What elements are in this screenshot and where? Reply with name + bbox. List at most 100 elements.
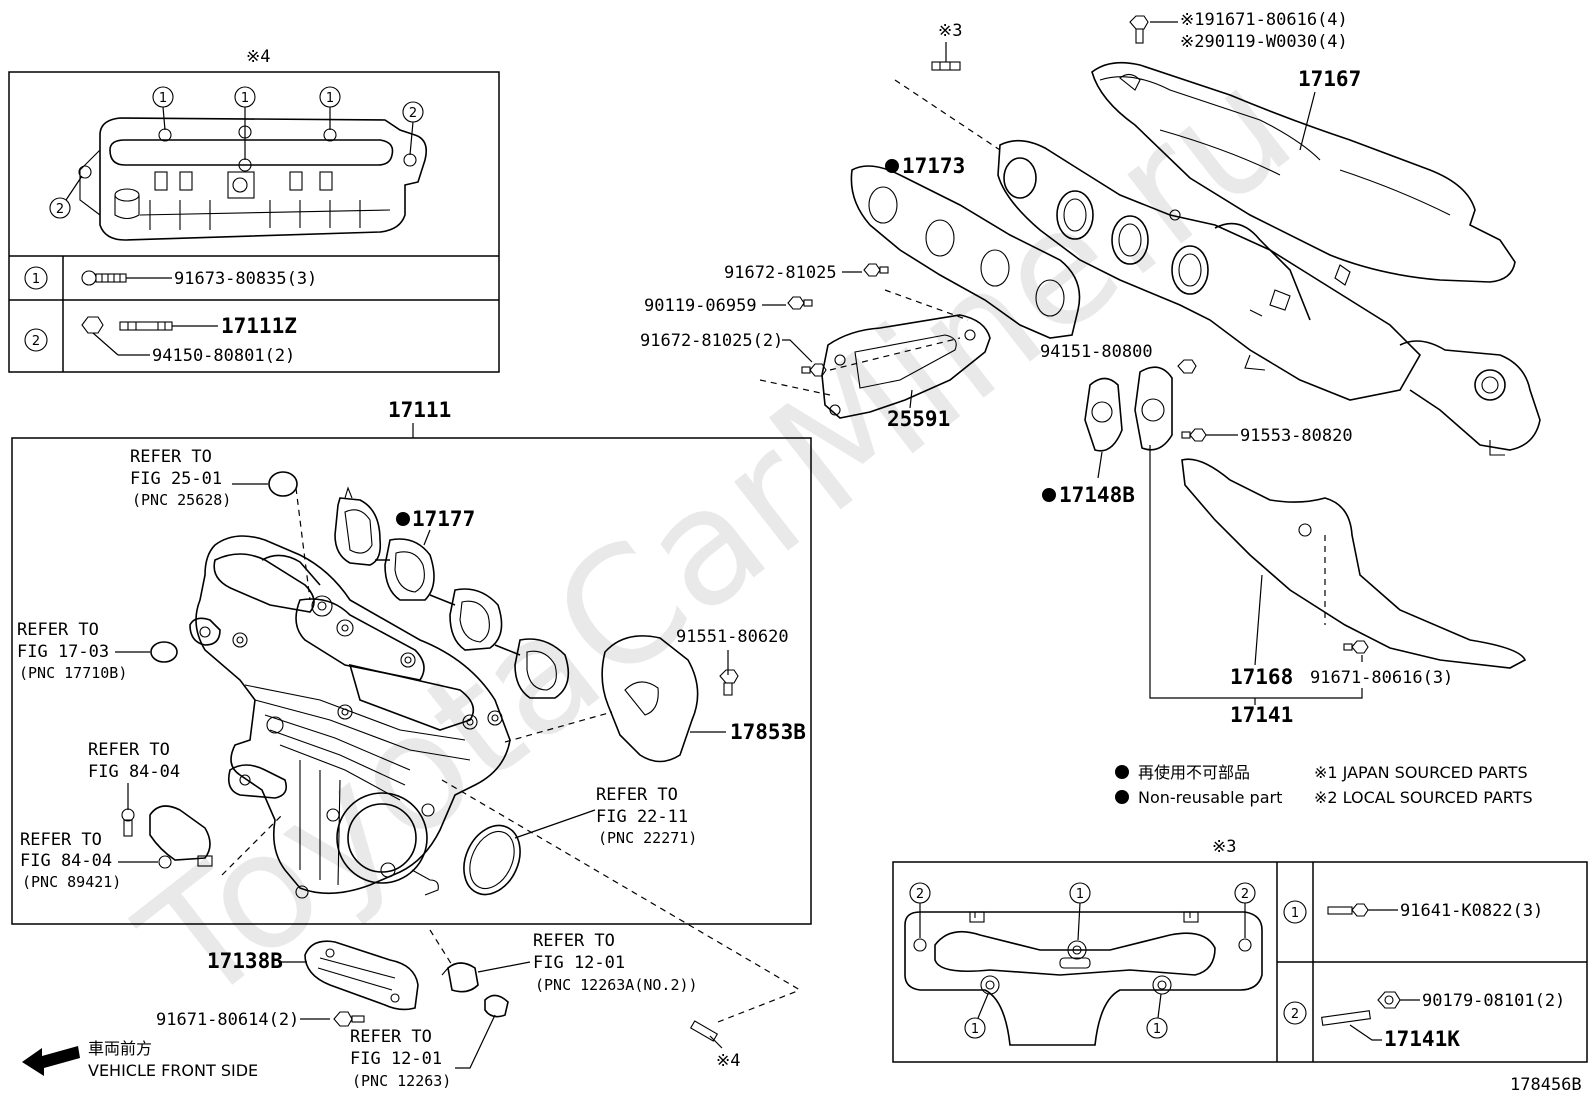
part-label: 17111Z bbox=[221, 314, 297, 338]
ref-text: REFER TO bbox=[533, 931, 615, 951]
svg-text:2: 2 bbox=[56, 202, 64, 217]
svg-text:1: 1 bbox=[241, 91, 249, 106]
heat-insulator-17167-sketch bbox=[1091, 61, 1516, 283]
part-label: 91641-K0822(3) bbox=[1400, 901, 1543, 921]
part-label: ※191671-80616(4) bbox=[1180, 10, 1348, 30]
nonreusable-mark bbox=[396, 512, 410, 526]
front-label-jp: 車両前方 bbox=[88, 1039, 152, 1058]
ref-text: FIG 25-01 bbox=[130, 469, 222, 489]
bolt-icon bbox=[863, 263, 889, 277]
ref-text: FIG 12-01 bbox=[533, 953, 625, 973]
manifold-flange-sketch bbox=[78, 117, 428, 241]
legend-nonreusable-en: Non-reusable part bbox=[1138, 788, 1282, 807]
legend-note-1: ※1 JAPAN SOURCED PARTS bbox=[1314, 763, 1528, 782]
plug bbox=[150, 641, 178, 663]
map-sensor-sketch bbox=[121, 805, 213, 869]
ref-text: (PNC 17710B) bbox=[19, 664, 127, 682]
part-label-25591: 25591 bbox=[887, 407, 950, 431]
part-label: 91671-80616(3) bbox=[1310, 668, 1453, 688]
bolt-icon bbox=[1343, 640, 1369, 654]
inset-4-title: ※4 bbox=[246, 47, 270, 67]
part-label: 91551-80620 bbox=[676, 627, 789, 647]
ref-text: FIG 84-04 bbox=[88, 762, 180, 782]
nonreusable-mark bbox=[1115, 790, 1129, 804]
ref-text: REFER TO bbox=[88, 740, 170, 760]
bolt-icon bbox=[1327, 903, 1369, 917]
ref-text: REFER TO bbox=[350, 1027, 432, 1047]
throttle-gasket bbox=[463, 824, 521, 896]
svg-text:1: 1 bbox=[971, 1022, 979, 1037]
part-label: 91673-80835(3) bbox=[174, 269, 317, 289]
svg-text:2: 2 bbox=[1241, 887, 1249, 902]
ref-text: REFER TO bbox=[17, 620, 99, 640]
heat-insulator-17168-sketch bbox=[1181, 458, 1527, 669]
part-label-17141: 17141 bbox=[1230, 703, 1293, 727]
svg-text:1: 1 bbox=[1291, 906, 1299, 921]
inset-3-title: ※3 bbox=[1212, 837, 1236, 857]
part-label: 94151-80800 bbox=[1040, 342, 1153, 362]
exhaust-manifold-group: ※3 17167 ※191671-80616(4) ※290119-W0030(… bbox=[640, 10, 1541, 727]
part-label-17111: 17111 bbox=[388, 398, 451, 422]
ref-text: (PNC 22271) bbox=[598, 829, 697, 847]
part-label-17167: 17167 bbox=[1298, 67, 1361, 91]
nonreusable-mark bbox=[1115, 765, 1129, 779]
front-arrow-icon bbox=[22, 1046, 80, 1076]
stud-icon bbox=[689, 1020, 719, 1042]
part-label-17141k: 17141K bbox=[1384, 1027, 1460, 1051]
plate-17138b-sketch bbox=[304, 940, 419, 1011]
part-label-17138b: 17138B bbox=[207, 949, 283, 973]
ref-text: FIG 17-03 bbox=[17, 642, 109, 662]
exhaust-manifold-sketch bbox=[997, 139, 1541, 456]
gasket-17173-sketch bbox=[850, 165, 1081, 339]
ref-text: FIG 84-04 bbox=[20, 851, 112, 871]
part-label-17177: 17177 bbox=[412, 507, 475, 531]
part-label: 91672-81025 bbox=[724, 263, 837, 283]
exhaust-flange-sketch bbox=[904, 911, 1263, 1046]
svg-text:1: 1 bbox=[32, 272, 40, 287]
part-label-17148b: 17148B bbox=[1059, 483, 1135, 507]
part-label: 90119-06959 bbox=[644, 296, 757, 316]
inset-4-frame bbox=[8, 71, 500, 373]
flange-gasket bbox=[1134, 366, 1173, 451]
svg-text:2: 2 bbox=[32, 334, 40, 349]
mark-4-bottom: ※4 bbox=[716, 1051, 740, 1071]
ref-text: REFER TO bbox=[596, 785, 678, 805]
part-label: 91672-81025(2) bbox=[640, 331, 783, 351]
svg-text:1: 1 bbox=[159, 91, 167, 106]
bolt-icon bbox=[81, 270, 127, 286]
gasket-17177-sketch bbox=[334, 486, 570, 699]
inset-3: ※3 2 1 2 1 1 1 bbox=[892, 837, 1588, 1063]
figure-code: 178456B bbox=[1510, 1075, 1582, 1095]
hose-clamp bbox=[447, 962, 479, 993]
ref-text: (PNC 89421) bbox=[22, 873, 121, 891]
hose-end bbox=[484, 994, 509, 1018]
svg-text:2: 2 bbox=[1291, 1007, 1299, 1022]
bolt-icon bbox=[1129, 15, 1149, 44]
bottom-left-parts: 17138B 91671-80614(2) REFER TO FIG 12-01… bbox=[156, 929, 801, 1090]
bolt-icon bbox=[719, 669, 739, 696]
inset-4-callouts: 1 1 1 2 2 bbox=[49, 86, 424, 219]
nonreusable-mark bbox=[885, 159, 899, 173]
o-ring bbox=[268, 471, 298, 497]
part-label: 91671-80614(2) bbox=[156, 1010, 299, 1030]
intake-manifold-group: 17111 bbox=[11, 398, 812, 991]
legend: 再使用不可部品 Non-reusable part ※1 JAPAN SOURC… bbox=[1115, 763, 1533, 807]
svg-text:2: 2 bbox=[916, 887, 924, 902]
svg-text:2: 2 bbox=[409, 106, 417, 121]
part-label: 94150-80801(2) bbox=[152, 346, 295, 366]
part-label-17173: 17173 bbox=[902, 154, 965, 178]
bracket-25591-sketch bbox=[821, 314, 991, 419]
part-label: ※290119-W0030(4) bbox=[1180, 32, 1348, 52]
part-label-17853b: 17853B bbox=[730, 720, 806, 744]
legend-nonreusable-jp: 再使用不可部品 bbox=[1138, 763, 1250, 782]
nut-icon bbox=[1177, 359, 1197, 374]
flange-gasket bbox=[1084, 377, 1123, 452]
nonreusable-mark bbox=[1042, 488, 1056, 502]
intake-manifold-sketch bbox=[189, 535, 511, 899]
ref-text: (PNC 25628) bbox=[132, 491, 231, 509]
mark-3-top: ※3 bbox=[938, 21, 962, 41]
bolt-icon bbox=[1181, 428, 1207, 442]
ref-text: FIG 12-01 bbox=[350, 1049, 442, 1069]
ref-text: (PNC 12263) bbox=[352, 1072, 451, 1090]
vehicle-front-indicator: 車両前方 VEHICLE FRONT SIDE bbox=[22, 1039, 258, 1080]
